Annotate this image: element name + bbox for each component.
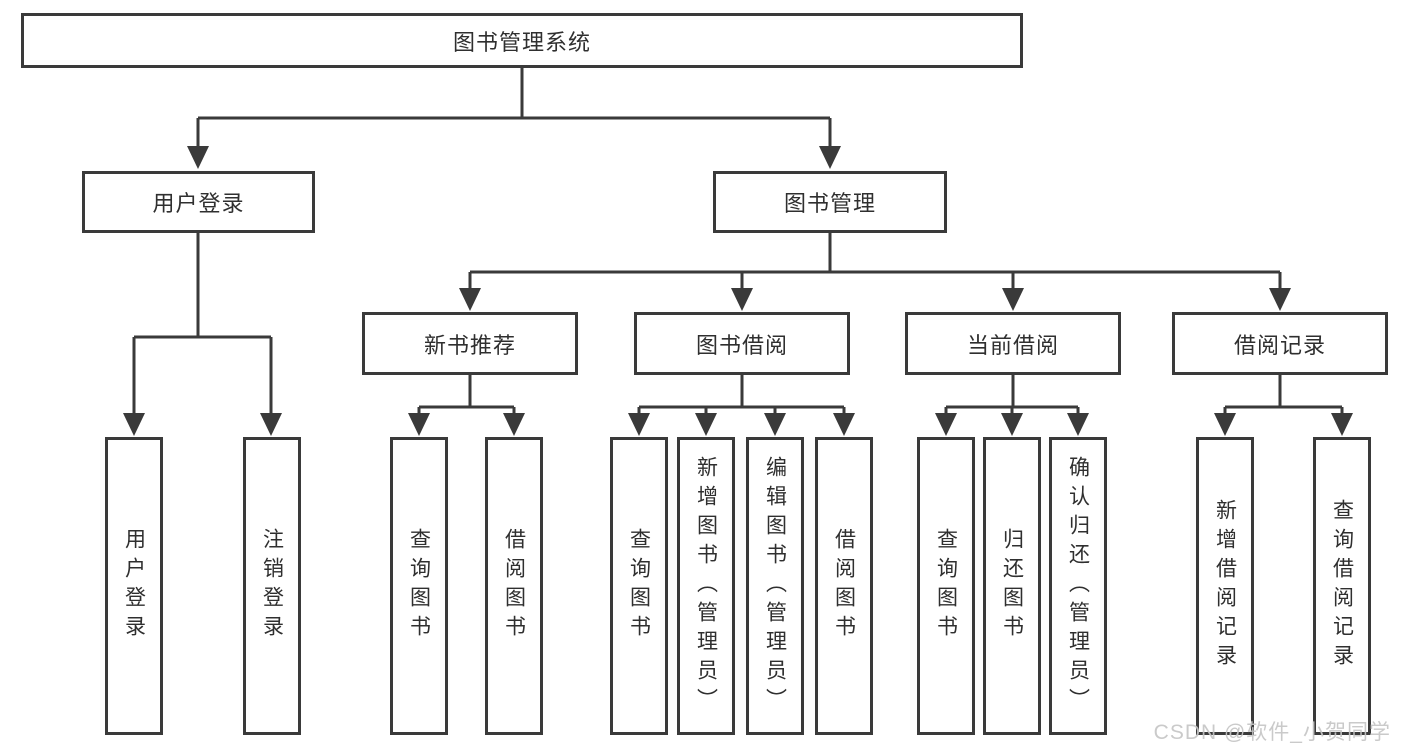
connector-root-to-level1 [187, 68, 841, 169]
leaf-add-books-admin: 新增图书（管理员） [677, 437, 735, 735]
node-borrow-records: 借阅记录 [1172, 312, 1388, 375]
connector-book-borrow-to-leaves [628, 375, 855, 436]
leaf-query-books-borrow: 查询图书 [610, 437, 668, 735]
node-root: 图书管理系统 [21, 13, 1023, 68]
leaf-user-login: 用户登录 [105, 437, 163, 735]
node-book-borrow: 图书借阅 [634, 312, 850, 375]
connector-new-book-recommend-to-leaves [408, 375, 525, 436]
node-book-management: 图书管理 [713, 171, 947, 233]
leaf-confirm-return-admin: 确认归还（管理员） [1049, 437, 1107, 735]
leaf-query-borrow-record: 查询借阅记录 [1313, 437, 1371, 735]
connector-book-management-to-level2 [459, 233, 1291, 311]
leaf-borrow-books: 借阅图书 [815, 437, 873, 735]
leaf-query-books-recommend: 查询图书 [390, 437, 448, 735]
connector-borrow-records-to-leaves [1214, 375, 1353, 436]
node-new-book-recommend: 新书推荐 [362, 312, 578, 375]
connector-user-login-to-leaves [123, 233, 282, 436]
connector-current-borrow-to-leaves [935, 375, 1089, 436]
leaf-query-books-current: 查询图书 [917, 437, 975, 735]
leaf-logout: 注销登录 [243, 437, 301, 735]
node-current-borrow: 当前借阅 [905, 312, 1121, 375]
leaf-return-books: 归还图书 [983, 437, 1041, 735]
leaf-borrow-books-recommend: 借阅图书 [485, 437, 543, 735]
watermark: CSDN @软件_小贺同学 [1153, 721, 1391, 744]
leaf-edit-books-admin: 编辑图书（管理员） [746, 437, 804, 735]
leaf-add-borrow-record: 新增借阅记录 [1196, 437, 1254, 735]
node-user-login: 用户登录 [82, 171, 315, 233]
